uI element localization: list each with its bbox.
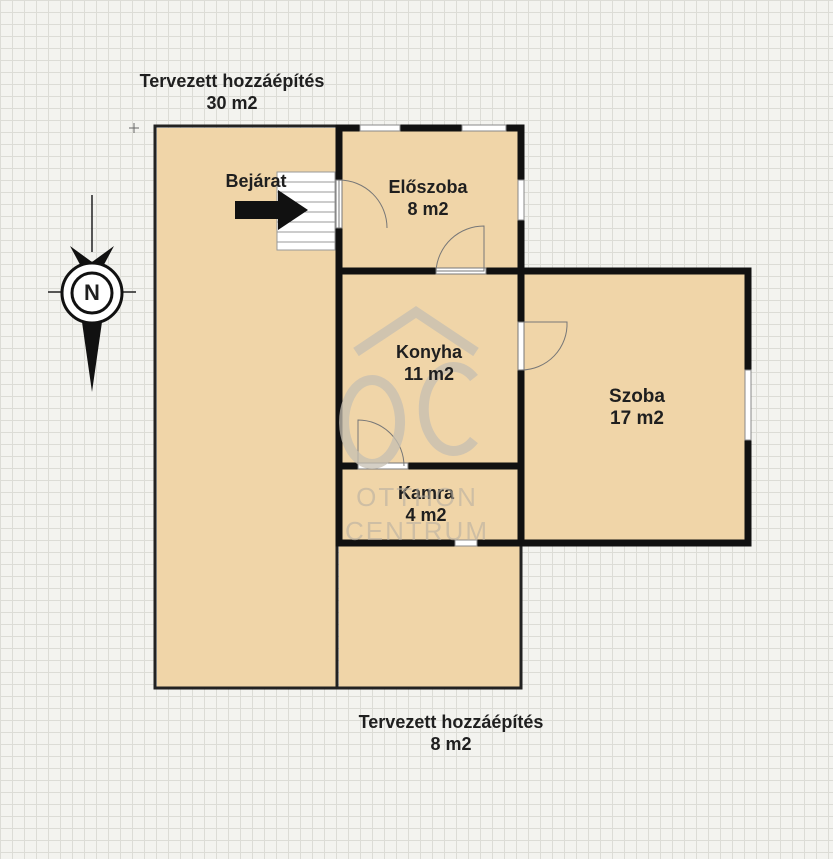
entrance-label: Bejárat xyxy=(225,171,287,191)
annex-small-label: Tervezett hozzáépítés 8 m2 xyxy=(359,711,544,755)
annex-large-title: Tervezett hozzáépítés xyxy=(139,71,325,91)
room-area: 17 m2 xyxy=(610,408,664,429)
annex-small-floor xyxy=(339,543,521,687)
room-label-konyha: Konyha 11 m2 xyxy=(396,341,462,385)
entrance-arrow-icon xyxy=(235,190,308,230)
compass-north-label: N xyxy=(84,280,100,305)
room-label-kamra: Kamra 4 m2 xyxy=(398,482,454,526)
window xyxy=(517,179,525,221)
door-swing xyxy=(338,179,388,229)
room-label-eloszoba: Előszoba 8 m2 xyxy=(388,176,467,220)
room-area: 8 m2 xyxy=(407,199,449,219)
compass-icon xyxy=(48,195,136,392)
plus-marker-icon xyxy=(129,123,139,133)
room-label-szoba: Szoba 17 m2 xyxy=(609,386,665,430)
room-name: Előszoba xyxy=(388,177,468,197)
watermark-line1: OTTHON xyxy=(356,482,478,512)
room-name: Szoba xyxy=(609,386,665,407)
room-area: 11 m2 xyxy=(403,364,455,384)
door-swing xyxy=(435,225,485,272)
annex-large-area: 30 m2 xyxy=(206,93,258,113)
eloszoba-floor xyxy=(339,128,521,271)
kamra-floor xyxy=(339,468,519,543)
watermark-logo xyxy=(339,305,479,469)
annex-large-label: Tervezett hozzáépítés 30 m2 xyxy=(140,70,325,114)
room-area: 4 m2 xyxy=(405,505,447,525)
szoba-floor xyxy=(521,271,750,544)
room-name: Kamra xyxy=(397,483,455,503)
window xyxy=(744,369,752,441)
room-name: Konyha xyxy=(395,342,463,362)
window xyxy=(461,124,507,132)
window xyxy=(359,124,401,132)
window xyxy=(454,539,478,547)
watermark-line2: CENTRUM xyxy=(345,516,489,546)
annex-small-title: Tervezett hozzáépítés xyxy=(358,712,544,732)
windows xyxy=(359,124,752,547)
door-swing xyxy=(520,321,568,371)
watermark-text: OTTHON CENTRUM xyxy=(345,480,489,548)
annex-small-area: 8 m2 xyxy=(430,734,472,754)
door-swing xyxy=(357,419,405,467)
door-opening xyxy=(517,321,525,371)
